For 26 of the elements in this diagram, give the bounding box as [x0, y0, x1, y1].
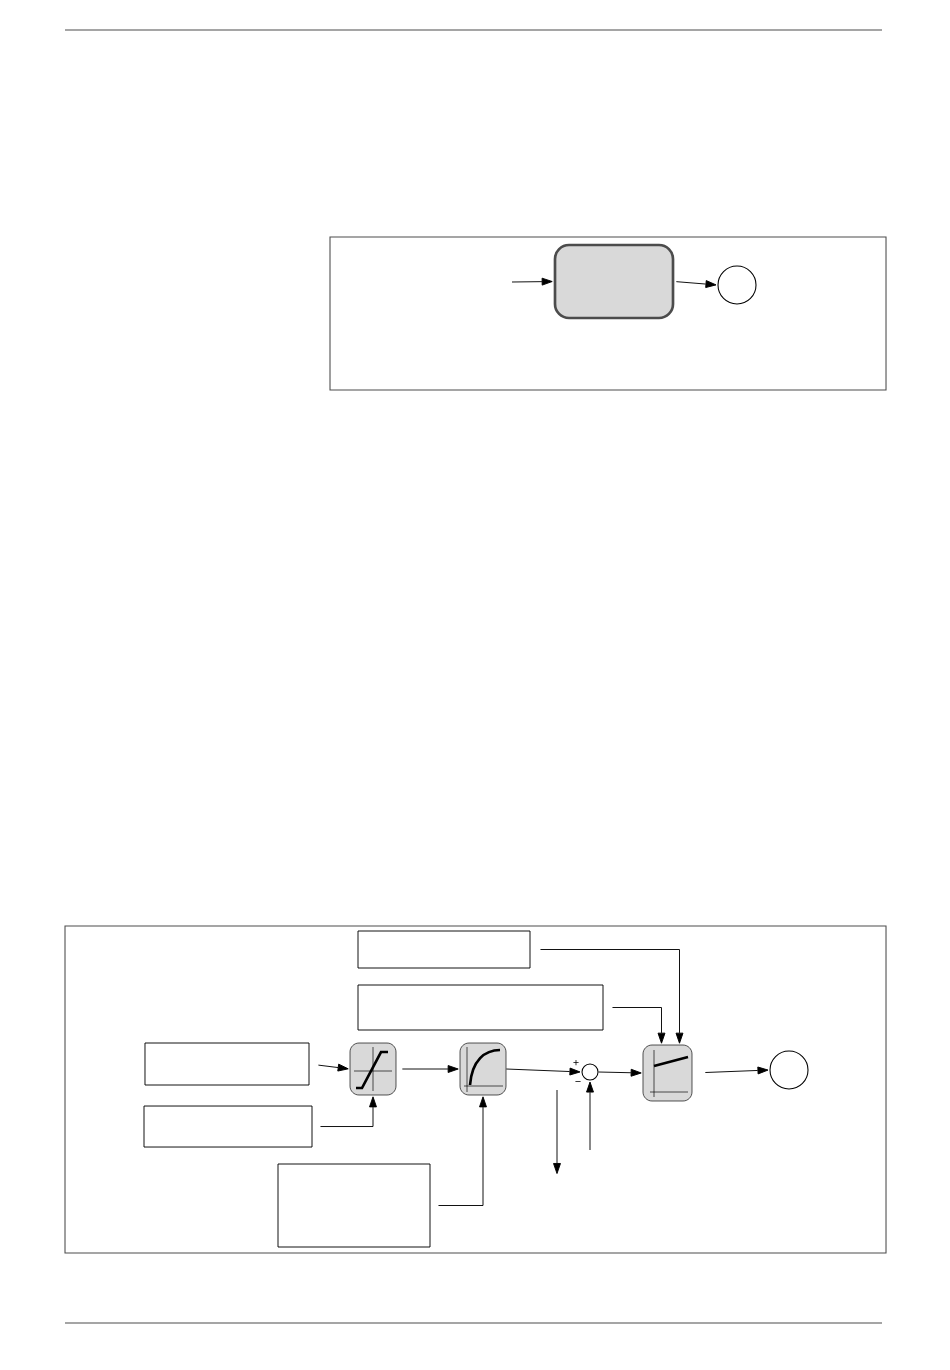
function-block: [459, 1042, 507, 1096]
arrow: [675, 280, 717, 288]
function-block: [642, 1044, 693, 1102]
signal-box: [144, 1042, 310, 1086]
circle-symbol: [581, 1063, 599, 1081]
circle-symbol: [717, 265, 757, 305]
arrow: [505, 1067, 581, 1076]
arrow: [401, 1065, 459, 1073]
signal-box: [277, 1163, 431, 1248]
arrow: [438, 1096, 487, 1206]
arrow: [540, 949, 684, 1044]
arrow: [511, 277, 553, 286]
arrow: [317, 1063, 349, 1072]
sign-label: −: [575, 1081, 581, 1082]
sign-label: +: [573, 1059, 579, 1066]
signal-box: [357, 930, 531, 969]
arrow: [598, 1068, 642, 1077]
arrow: [586, 1081, 594, 1151]
signal-box: [357, 984, 604, 1031]
function-block: [553, 243, 675, 320]
circle-symbol: [769, 1050, 809, 1090]
arrow: [704, 1066, 769, 1075]
arrow: [320, 1096, 377, 1127]
function-block: [349, 1042, 397, 1096]
arrow: [612, 1007, 666, 1044]
signal-box: [143, 1105, 313, 1148]
